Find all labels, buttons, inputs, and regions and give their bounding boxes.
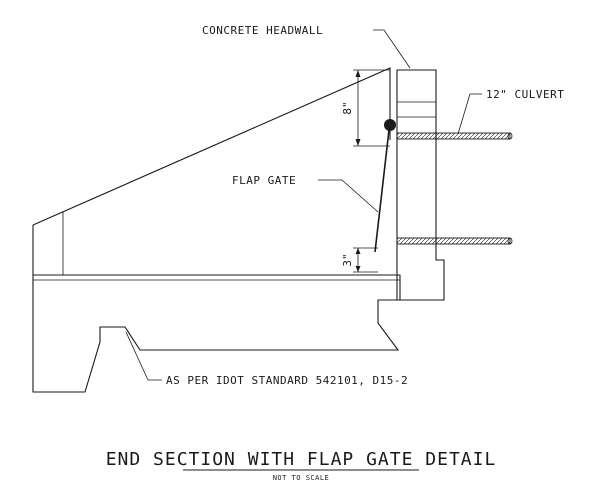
dimension-lower-label: 3" <box>341 253 354 266</box>
label-concrete-headwall: CONCRETE HEADWALL <box>202 24 323 37</box>
flap-gate <box>374 119 396 253</box>
culvert-pipes <box>396 132 513 245</box>
concrete-headwall <box>396 69 445 301</box>
drawing-subtitle: NOT TO SCALE <box>273 474 330 482</box>
leader-culvert: 12" CULVERT <box>457 88 564 135</box>
label-culvert: 12" CULVERT <box>486 88 564 101</box>
dimension-upper-label: 8" <box>341 101 354 114</box>
drawing-title: END SECTION WITH FLAP GATE DETAIL <box>106 449 497 470</box>
leader-flap-gate: FLAP GATE <box>232 174 379 213</box>
sloped-wing <box>32 67 391 275</box>
leader-standard: AS PER IDOT STANDARD 542101, D15-2 <box>125 331 408 387</box>
dimension-upper: 8" <box>341 69 390 147</box>
title-block: END SECTION WITH FLAP GATE DETAIL NOT TO… <box>106 449 497 482</box>
leader-headwall: CONCRETE HEADWALL <box>202 24 411 69</box>
dimension-lower: 3" <box>341 247 378 273</box>
label-flap-gate: FLAP GATE <box>232 174 296 187</box>
label-idot-standard: AS PER IDOT STANDARD 542101, D15-2 <box>166 374 408 387</box>
